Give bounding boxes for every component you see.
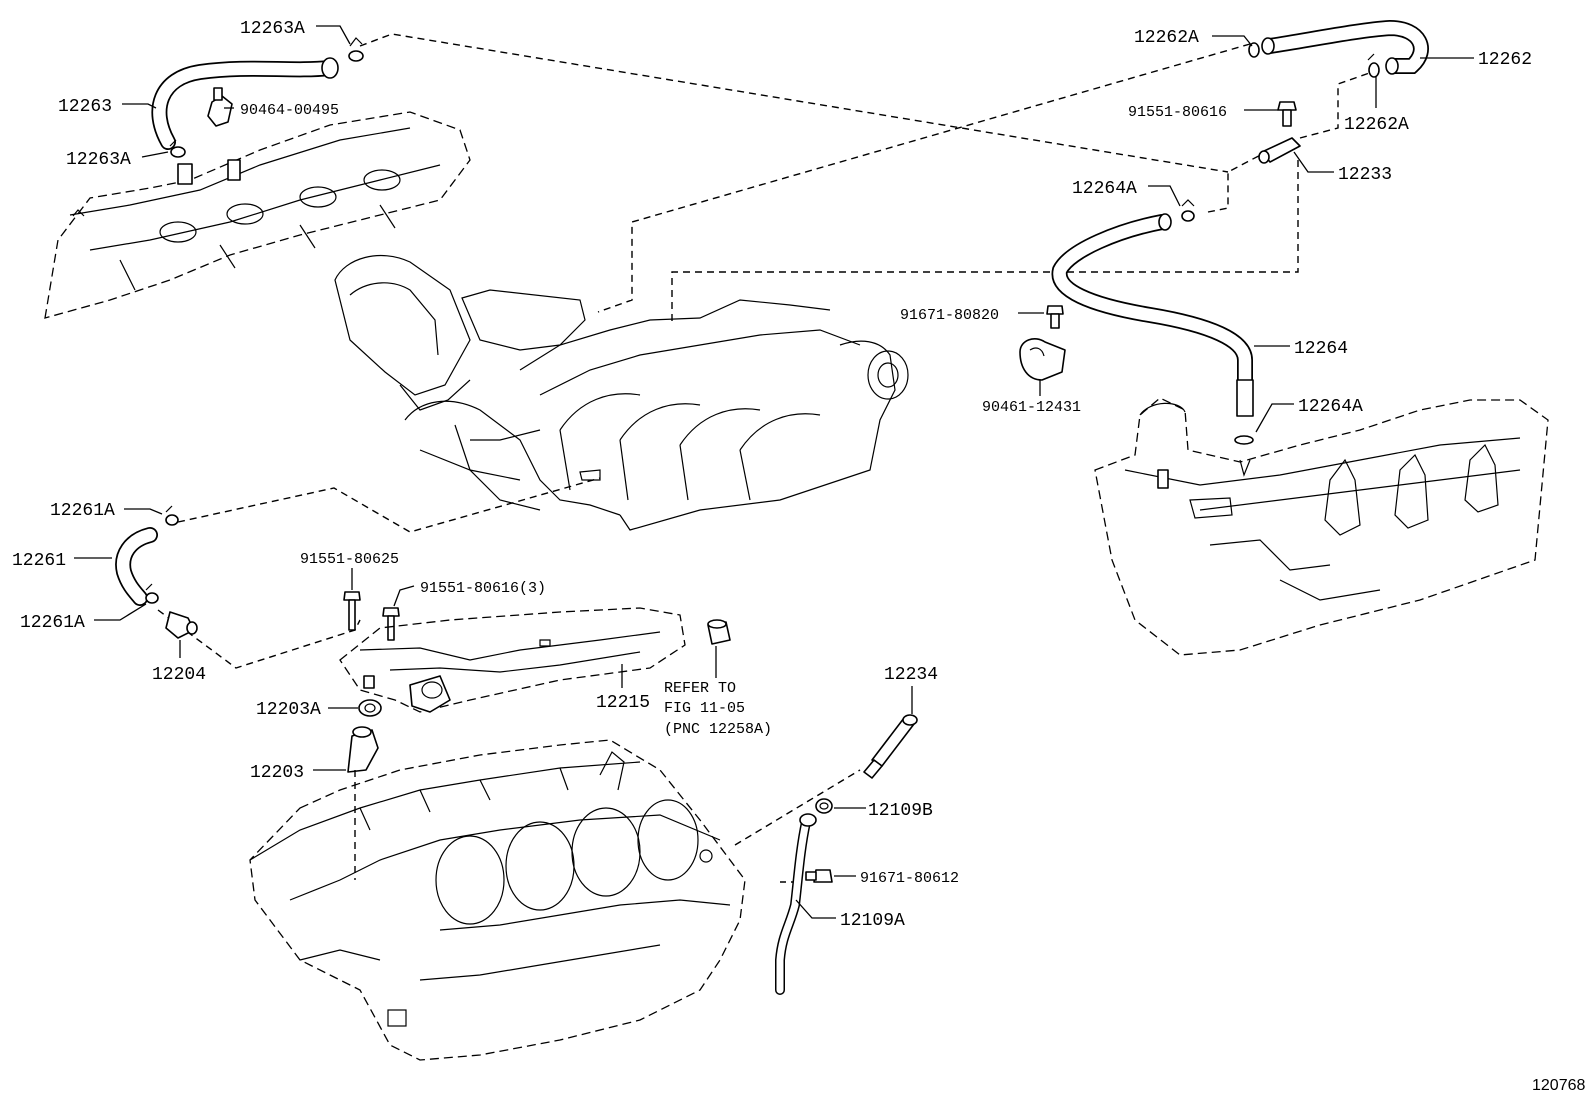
note-refer-line1: REFER TO [664,680,736,697]
right-valve-cover [1094,397,1549,656]
bolt-91551-80616-3-icon [382,607,400,641]
label-91551-80616: 91551-80616 [1128,104,1227,121]
bolt-91671-80612-icon [805,869,833,883]
label-12203: 12203 [250,763,304,783]
dipstick-12234-icon [863,714,918,779]
clip-12261A-bottom-icon [145,583,159,604]
label-12215: 12215 [596,693,650,713]
bracket-90464-icon [207,87,233,127]
clip-12262A-right-icon [1367,53,1380,78]
label-12233: 12233 [1338,165,1392,185]
label-12262A-top: 12262A [1134,28,1199,48]
label-90461-12431: 90461-12431 [982,399,1081,416]
label-12261A-top: 12261A [50,501,115,521]
label-12234: 12234 [884,665,938,685]
clip-12261A-top-icon [165,505,179,526]
clip-12264A-top-icon [1181,199,1195,222]
guide-12109A [775,813,817,995]
figure-id: 120768 [1532,1077,1585,1094]
grommet-plug-icon [707,619,731,645]
note-refer-line3: (PNC 12258A) [664,721,772,738]
clip-12263A-bottom-icon [169,139,186,158]
label-12262: 12262 [1478,50,1532,70]
label-12262A-right: 12262A [1344,115,1409,135]
label-12263A-bottom: 12263A [66,150,131,170]
clip-12262A-top-icon [1248,42,1260,58]
hose-12263 [151,57,339,150]
clamp-90461-icon [1019,338,1066,381]
bolt-91671-80820-icon [1046,305,1064,329]
label-12109B: 12109B [868,801,933,821]
leader-lines [74,25,1474,919]
intake-manifold [334,254,909,531]
label-12264A-top: 12264A [1072,179,1137,199]
pipe-12203-icon [347,726,379,773]
clip-12263A-top-icon [348,37,364,62]
label-91551-80616-3: 91551-80616(3) [420,580,546,597]
clip-12264A-right-icon [1234,435,1254,445]
o-ring-12109B-icon [815,798,833,814]
label-12109A: 12109A [840,911,905,931]
label-12261A-bottom: 12261A [20,613,85,633]
bolt-91551-80625-icon [343,591,361,631]
label-12263: 12263 [58,97,112,117]
label-91671-80820: 91671-80820 [900,307,999,324]
label-91551-80625: 91551-80625 [300,551,399,568]
engine-block [249,739,746,1061]
plate-12215 [339,607,686,713]
label-12263A-top: 12263A [240,19,305,39]
note-refer-line2: FIG 11-05 [664,700,745,717]
gasket-12203A-icon [358,699,382,717]
union-12233-icon [1258,137,1301,164]
bolt-91551-80616-icon [1277,101,1297,127]
label-12261: 12261 [12,551,66,571]
label-91671-80612: 91671-80612 [860,870,959,887]
label-12204: 12204 [152,665,206,685]
label-12264A-right: 12264A [1298,397,1363,417]
part-labels: 12263A 12263 90464-00495 12263A 12262A 1… [12,19,1585,1094]
label-90464-00495: 90464-00495 [240,102,339,119]
label-12203A: 12203A [256,700,321,720]
pcv-valve-12204-icon [165,611,198,639]
hose-12261 [115,527,158,606]
label-12264: 12264 [1294,339,1348,359]
hose-12264 [1051,213,1254,417]
left-valve-cover [44,111,471,319]
hose-12262 [1261,19,1429,75]
connection-lines [157,33,1379,883]
